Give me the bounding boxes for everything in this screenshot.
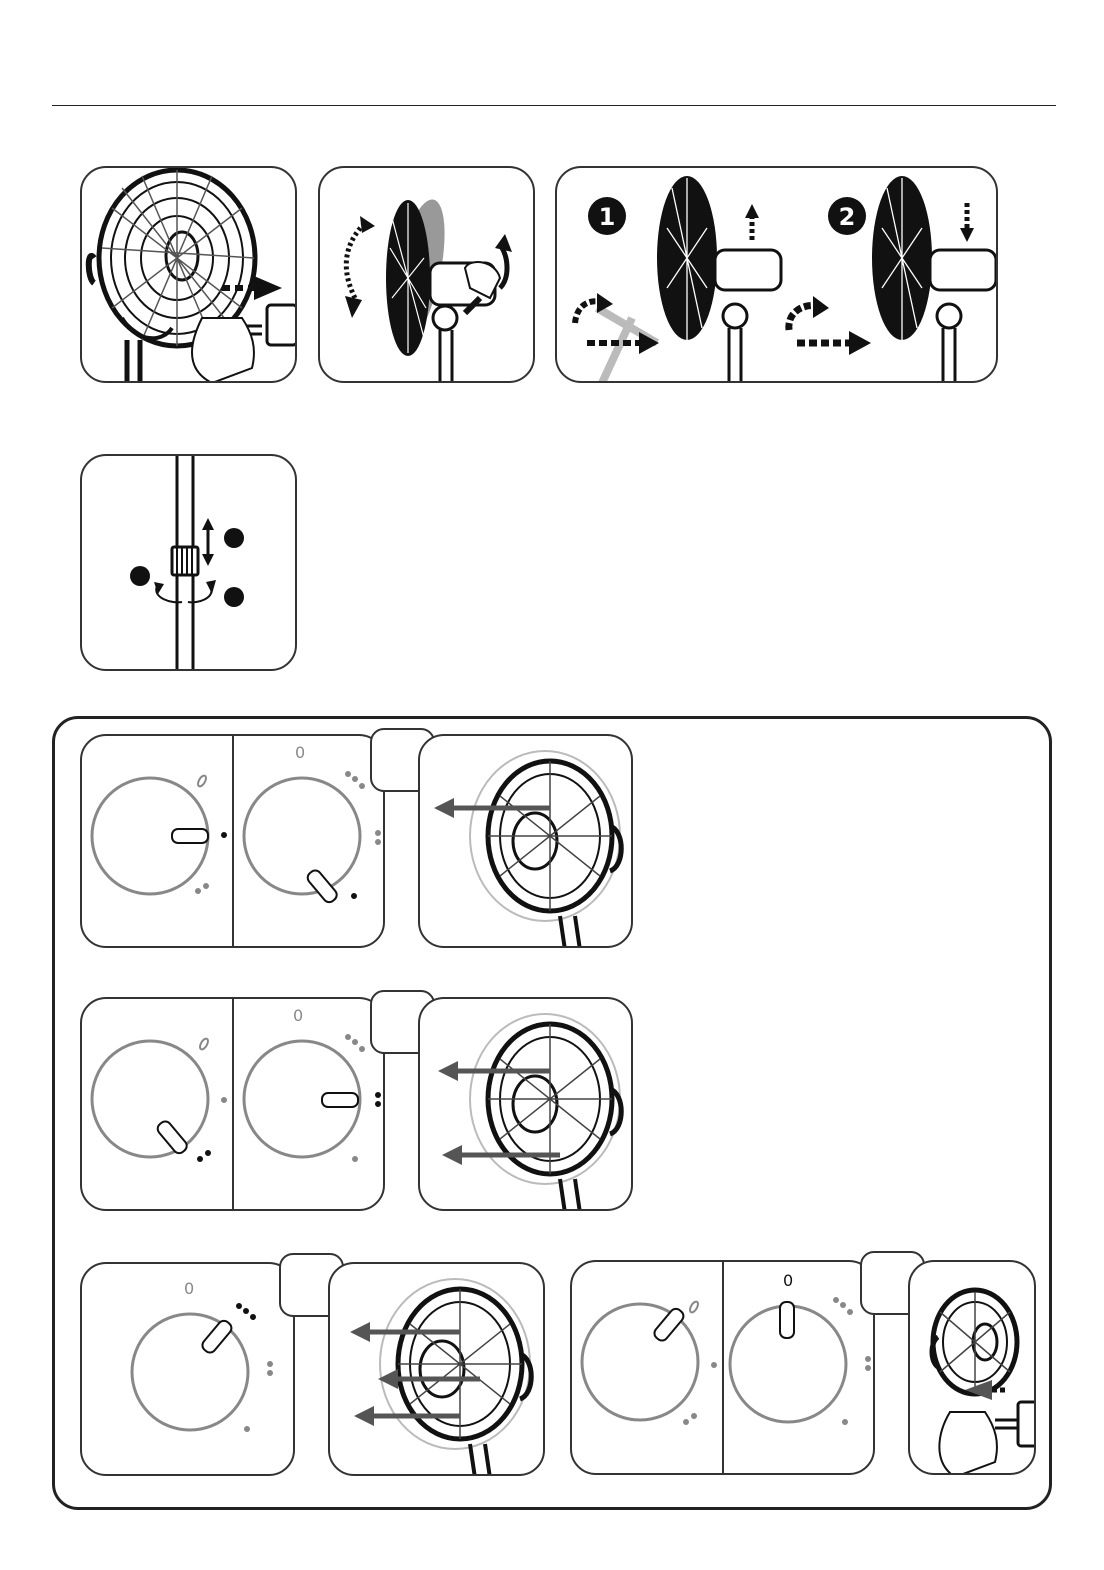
fan-airflow-high-icon bbox=[330, 1264, 545, 1476]
fan-airflow-speed-3 bbox=[328, 1262, 545, 1476]
fan-unplug-small-icon bbox=[910, 1262, 1036, 1475]
dial-divider bbox=[232, 734, 234, 948]
fan-airflow-speed-2 bbox=[418, 997, 633, 1211]
fan-airflow-speed-1 bbox=[418, 734, 633, 948]
illustration-tilt bbox=[318, 166, 535, 383]
dial-divider bbox=[232, 997, 234, 1211]
dial-off-label: 0 bbox=[293, 1006, 303, 1025]
oscillation-pin-icon: 1 2 bbox=[557, 168, 998, 383]
step-number-1: 1 bbox=[599, 203, 616, 231]
header-rule bbox=[52, 105, 1056, 106]
dial-panel-speed-3: 0 bbox=[80, 1262, 295, 1476]
fan-airflow-low-icon bbox=[420, 736, 633, 948]
fan-airflow-medium-icon bbox=[420, 999, 633, 1211]
fan-tilt-icon bbox=[320, 168, 535, 383]
fan-unplug-icon bbox=[82, 168, 297, 383]
dial-off-label: 0 bbox=[783, 1271, 793, 1290]
height-adjust-icon bbox=[82, 456, 297, 671]
step-number-2: 2 bbox=[839, 203, 856, 231]
fan-unplug-final bbox=[908, 1260, 1036, 1475]
illustration-unplug bbox=[80, 166, 297, 383]
illustration-oscillation-pin: 1 2 bbox=[555, 166, 998, 383]
illustration-height-adjust bbox=[80, 454, 297, 671]
dial-off-label: 0 bbox=[184, 1279, 194, 1298]
dial-speed-3-icon: 0 bbox=[82, 1264, 295, 1476]
dial-off-label: 0 bbox=[295, 743, 305, 762]
dial-divider bbox=[722, 1260, 724, 1475]
